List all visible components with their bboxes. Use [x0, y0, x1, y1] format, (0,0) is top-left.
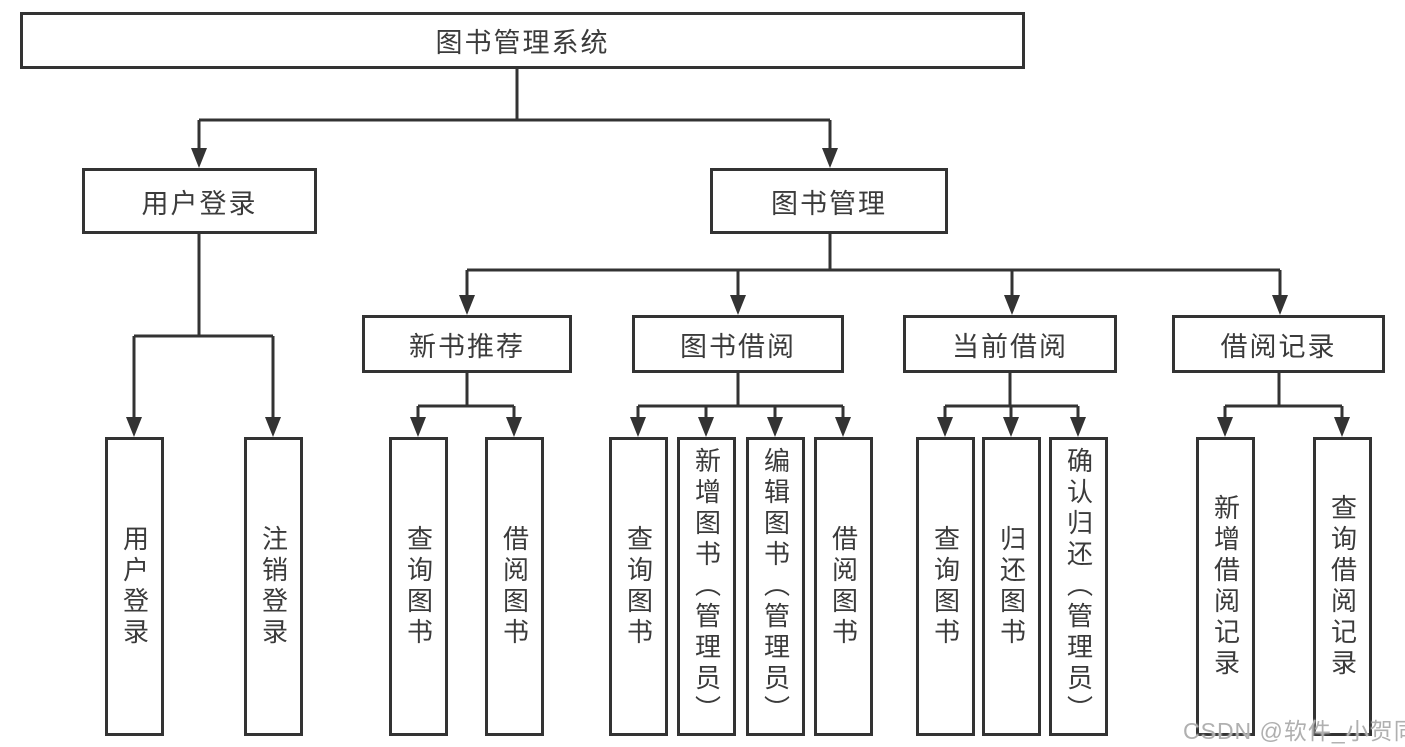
- node-leaf-return-book: 归还图书: [982, 437, 1041, 736]
- node-leaf-query-borrow-record: 查询借阅记录: [1313, 437, 1372, 736]
- node-leaf-logout: 注销登录: [244, 437, 303, 736]
- node-leaf-add-book-admin: 新增图书（管理员）: [677, 437, 736, 736]
- watermark: CSDN @软件_小贺同学: [1183, 718, 1405, 744]
- node-leaf-query-books-current: 查询图书: [916, 437, 975, 736]
- node-current-borrowing: 当前借阅: [903, 315, 1117, 373]
- node-leaf-query-books-borrowing: 查询图书: [609, 437, 668, 736]
- node-leaf-borrow-books: 借阅图书: [814, 437, 873, 736]
- node-system-root: 图书管理系统: [20, 12, 1025, 69]
- node-book-management: 图书管理: [710, 168, 948, 234]
- node-new-book-recommend: 新书推荐: [362, 315, 572, 373]
- node-leaf-add-borrow-record: 新增借阅记录: [1196, 437, 1255, 736]
- node-leaf-query-books-recommend: 查询图书: [389, 437, 448, 736]
- node-book-borrowing: 图书借阅: [632, 315, 844, 373]
- node-leaf-edit-book-admin: 编辑图书（管理员）: [746, 437, 805, 736]
- node-borrowing-records: 借阅记录: [1172, 315, 1385, 373]
- node-leaf-borrow-books-recommend: 借阅图书: [485, 437, 544, 736]
- node-leaf-confirm-return-admin: 确认归还（管理员）: [1049, 437, 1108, 736]
- arrowheads: [126, 148, 1350, 437]
- node-user-login: 用户登录: [82, 168, 317, 234]
- node-leaf-user-login: 用户登录: [105, 437, 164, 736]
